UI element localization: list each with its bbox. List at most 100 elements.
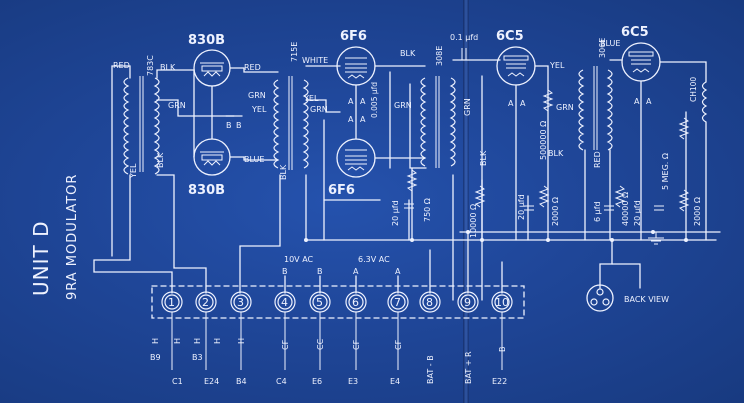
transformer-308e-label: 308E bbox=[435, 46, 444, 66]
terminal-7: 7 bbox=[387, 291, 409, 313]
terminal-2-func: H bbox=[193, 338, 202, 344]
transformer-715e-label: 715E bbox=[290, 42, 299, 62]
back-view-plug: BACK VIEW bbox=[586, 284, 669, 312]
wire-white-label: WHITE bbox=[302, 56, 328, 65]
wire-blue-label-2: BLUE bbox=[600, 39, 620, 48]
capacitor-20-a-label: 20 μfd bbox=[391, 200, 400, 226]
choke-ch100: CH100 bbox=[689, 77, 708, 123]
terminal-7-num: 7 bbox=[394, 296, 401, 309]
plate-a-2: A bbox=[360, 97, 366, 106]
terminal-5-code: E6 bbox=[312, 377, 322, 386]
tube-6f6-lower: 6F6 bbox=[328, 138, 376, 198]
terminal-2-func-b: H bbox=[213, 338, 222, 344]
terminal-8-func: BAT - B bbox=[426, 355, 435, 384]
terminal-5: 5 bbox=[309, 291, 331, 313]
resistor-5meg-label: 5 MEG. Ω bbox=[661, 153, 670, 190]
terminal-10-num: 10 bbox=[495, 296, 509, 309]
tube-6f6-lower-label: 6F6 bbox=[328, 183, 355, 198]
back-view-label: BACK VIEW bbox=[624, 295, 669, 304]
terminal-2-code: B3 bbox=[192, 353, 203, 362]
terminal-1-func: H bbox=[151, 338, 160, 344]
terminal-2: 2 bbox=[195, 291, 217, 313]
resistor-40000-label: 40000 Ω bbox=[621, 192, 630, 226]
wire-blk-label: BLK bbox=[160, 63, 176, 72]
terminal-4-code: C4 bbox=[276, 377, 287, 386]
terminal-3-num: 3 bbox=[237, 296, 244, 309]
wire-grn-label-5: GRN bbox=[463, 98, 472, 116]
transformer-783c-label: 783C bbox=[146, 55, 155, 76]
plate-b-1: B bbox=[226, 121, 232, 130]
terminal-6-code: E3 bbox=[348, 377, 358, 386]
plate-a-8: A bbox=[646, 97, 652, 106]
terminal-1-code: B9 bbox=[150, 353, 161, 362]
terminal-6: 6 bbox=[345, 291, 367, 313]
terminal-4: 4 bbox=[274, 291, 296, 313]
terminal-9: 9 bbox=[457, 291, 479, 313]
supply-b-2: B bbox=[317, 267, 323, 276]
resistor-2000-a-label: 2000 Ω bbox=[551, 197, 560, 226]
supply-a-1: A bbox=[353, 267, 359, 276]
capacitor-01-label: 0.1 μfd bbox=[450, 33, 478, 42]
wire-red-label-2: RED bbox=[244, 63, 261, 72]
wire-grn-label-6: GRN bbox=[556, 103, 574, 112]
tube-6c5-second-label: 6C5 bbox=[621, 25, 649, 40]
wire-blk-label-5: BLK bbox=[479, 150, 488, 166]
resistor-2000-b-label: 2000 Ω bbox=[693, 197, 702, 226]
terminal-10-code: E22 bbox=[492, 377, 507, 386]
choke-label: CH100 bbox=[689, 77, 698, 102]
wire-blk-label-4: BLK bbox=[400, 49, 416, 58]
unit-subtitle: 9RA MODULATOR bbox=[65, 174, 80, 300]
plate-a-3: A bbox=[348, 115, 354, 124]
wiring bbox=[93, 59, 721, 301]
resistor-10000-label: 10000 Ω bbox=[469, 204, 478, 238]
wire-grn-label-3: GRN bbox=[310, 105, 328, 114]
extra-code-e24: E24 bbox=[204, 377, 219, 386]
wire-yel-label-4: YEL bbox=[549, 61, 565, 70]
extra-code-c1: C1 bbox=[172, 377, 183, 386]
terminal-9-num: 9 bbox=[464, 296, 471, 309]
terminal-6-num: 6 bbox=[352, 296, 359, 309]
tube-6f6-upper-label: 6F6 bbox=[340, 29, 367, 44]
terminal-4-num: 4 bbox=[281, 296, 288, 309]
terminal-strip: 1 2 3 4 5 6 7 8 9 10 bbox=[151, 285, 525, 319]
tube-830b-upper-label: 830B bbox=[188, 33, 225, 48]
transformer-306e: 306E YEL BLUE GRN BLK RED bbox=[548, 38, 620, 168]
plate-a-4: A bbox=[360, 115, 366, 124]
wire-grn-label-2: GRN bbox=[248, 91, 266, 100]
terminal-1-num: 1 bbox=[168, 296, 175, 309]
plate-a-6: A bbox=[520, 99, 526, 108]
terminal-1: 1 bbox=[161, 291, 183, 313]
transformer-783c: 783C RED BLK GRN YEL BLK bbox=[113, 55, 186, 179]
terminal-8-num: 8 bbox=[426, 296, 433, 309]
resistor-500000-label: 500000 Ω bbox=[539, 121, 548, 160]
terminal-3: 3 bbox=[230, 291, 252, 313]
terminal-10: 10 bbox=[491, 291, 513, 313]
unit-title: UNIT D bbox=[29, 221, 53, 296]
plate-a-7: A bbox=[634, 97, 640, 106]
wire-yel-label: YEL bbox=[129, 163, 138, 179]
wire-yel-label-2: YEL bbox=[251, 105, 267, 114]
capacitor-20-b-label: 20 μfd bbox=[517, 194, 526, 220]
terminal-5-num: 5 bbox=[316, 296, 323, 309]
wire-red-label-3: RED bbox=[593, 151, 602, 168]
supply-b-1: B bbox=[282, 267, 288, 276]
transformer-306e-label: 306E bbox=[598, 38, 607, 58]
capacitor-6-label: 6 μfd bbox=[593, 201, 602, 222]
plate-b-2: B bbox=[236, 121, 242, 130]
tube-6f6-upper: 6F6 bbox=[336, 29, 376, 86]
wire-blk-label-6: BLK bbox=[548, 149, 564, 158]
terminal-2-num: 2 bbox=[202, 296, 209, 309]
terminal-8: 8 bbox=[419, 291, 441, 313]
tube-6c5-first-label: 6C5 bbox=[496, 29, 524, 44]
terminal-7-code: E4 bbox=[390, 377, 400, 386]
transformer-715e: 715E RED WHITE GRN YEL YEL GRN BLUE BLK bbox=[244, 42, 328, 180]
terminal-1-func-b: H bbox=[173, 338, 182, 344]
tube-6c5-second: 6C5 bbox=[621, 25, 661, 82]
plate-a-5: A bbox=[508, 99, 514, 108]
terminal-3-code: B4 bbox=[236, 377, 247, 386]
paper-fold bbox=[463, 0, 469, 403]
plate-a-1: A bbox=[348, 97, 354, 106]
capacitor-0005-label: 0.005 μfd bbox=[370, 82, 379, 118]
transformer-308e: 308E GRN BLK bbox=[420, 46, 488, 168]
